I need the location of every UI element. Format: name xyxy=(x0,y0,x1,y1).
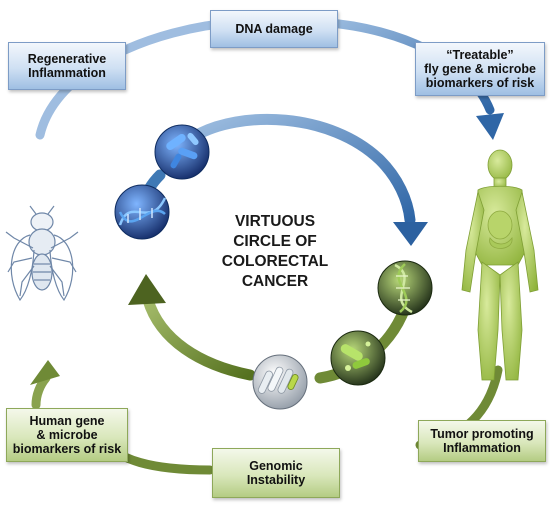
green-bacteria-icon xyxy=(330,330,386,386)
center-title-line: COLORECTAL xyxy=(221,253,329,270)
tumor-promoting-inflammation-label: Tumor promoting Inflammation xyxy=(430,427,534,455)
dna-damage-box: DNA damage xyxy=(210,10,338,48)
dna-damage-label: DNA damage xyxy=(235,22,313,36)
tumor-promoting-inflammation-box: Tumor promoting Inflammation xyxy=(418,420,546,462)
human-biomarkers-label: Human gene & microbe biomarkers of risk xyxy=(12,414,122,456)
center-title-line: CIRCLE OF xyxy=(233,233,317,250)
dna-helix-icon xyxy=(114,184,170,240)
inner-blue-arrowhead xyxy=(393,222,428,246)
inner-green-arrowhead xyxy=(128,274,166,305)
green-dna-icon xyxy=(377,260,433,316)
regenerative-inflammation-box: Regenerative Inflammation xyxy=(8,42,126,90)
center-title: VIRTUOUS CIRCLE OF COLORECTAL CANCER xyxy=(205,212,345,292)
regenerative-inflammation-label: Regenerative Inflammation xyxy=(27,52,107,80)
human-figure-icon xyxy=(461,149,539,381)
outer-green-arrowhead xyxy=(30,360,60,385)
human-biomarkers-box: Human gene & microbe biomarkers of risk xyxy=(6,408,128,462)
genomic-instability-label: Genomic Instability xyxy=(246,459,306,487)
fruit-fly-icon xyxy=(5,205,79,302)
center-title-line: CANCER xyxy=(241,273,309,290)
bacteria-icon xyxy=(154,124,210,180)
villi-tissue-icon xyxy=(252,354,308,410)
treatable-biomarkers-label: “Treatable” fly gene & microbe biomarker… xyxy=(424,48,536,90)
center-title-line: VIRTUOUS xyxy=(234,213,316,230)
genomic-instability-box: Genomic Instability xyxy=(212,448,340,498)
outer-blue-arrowhead xyxy=(476,113,504,140)
treatable-biomarkers-box: “Treatable” fly gene & microbe biomarker… xyxy=(415,42,545,96)
